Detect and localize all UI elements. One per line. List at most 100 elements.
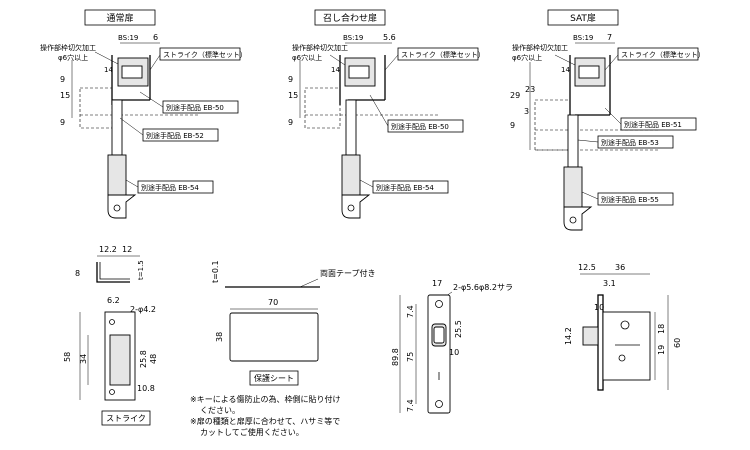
machining-note: 操作部枠切欠加工 [512,43,568,52]
side-dim-10: 10 [594,303,604,312]
dim-top: 7 [607,33,612,42]
dim-small: 14 [104,66,113,74]
protect-sheet [229,312,319,362]
dim-left-c: 9 [510,121,515,130]
strike-holes: 2-φ4.2 [130,305,156,314]
faceplate-hole-note: 2-φ5.6φ8.2サラ [453,283,513,292]
strike-dim-48: 48 [149,354,158,364]
sheet-thickness: t=0.1 [211,260,220,283]
dim-top: 6 [153,33,158,42]
handle-hole-icon [113,204,121,212]
rod [111,99,123,156]
strike-dim-25-8: 25.8 [139,350,148,368]
view-meeting-door: 召し合わせ扉 BS:19 5.6 操作部枠切欠加工 φ6穴以上 ストライク（標準… [288,9,485,219]
part-callout-2: 別途手配品 EB-54 [376,183,434,192]
faceplate-dim-7-4-top: 7.4 [406,305,415,318]
dim-left-b: 15 [288,91,298,100]
screw-hole-icon [435,300,443,308]
part-callout-3: 別途手配品 EB-55 [601,195,659,204]
strike-dim-8: 8 [75,269,80,278]
frame-outline [79,87,113,129]
screw-hole-icon [109,389,115,395]
lock-side-view: 12.5 36 3.1 14.2 10 18 19 60 [564,263,682,391]
view-title: 召し合わせ扉 [323,12,377,24]
machining-note: 操作部枠切欠加工 [292,43,348,52]
dim-left-a: 9 [288,75,293,84]
protect-sheet-detail: t=0.1 両面テープ付き 70 38 保護シート ※キーによる傷防止の為、枠側… [190,260,376,437]
part-callout-2: 別途手配品 EB-53 [601,138,659,147]
strike-dim-6-2: 6.2 [107,296,120,305]
side-dim-18: 18 [657,324,666,334]
view-title: 通常扉 [106,12,133,24]
lock-case [602,311,651,381]
faceplate-dim-75: 75 [406,352,415,362]
strike-dim-12: 12 [122,245,132,254]
view-title: SAT扉 [570,12,596,24]
sheet-label: 保護シート [254,373,294,383]
screw-hole-icon [435,400,443,408]
note-line-4: カットしてご使用ください。 [200,427,304,437]
part-callout-1: 別途手配品 EB-51 [624,120,682,129]
machining-hole: φ6穴以上 [292,53,322,62]
screw-hole-icon [109,319,115,325]
side-dim-19: 19 [657,345,666,355]
tape-note: 両面テープ付き [320,268,376,278]
strike-label: ストライク [106,414,146,423]
dim-top: 5.6 [383,33,396,42]
dim-left-a: 9 [60,75,65,84]
strike-dim-t: t=1.5 [137,260,145,280]
bs-label: BS:19 [343,34,363,42]
dim-left-c: 9 [288,118,293,127]
latch-bolt [582,326,599,346]
handle-hole-icon [569,216,577,224]
strike-label: ストライク（標準セット） [163,50,247,59]
dim-small: 14 [331,66,340,74]
dim-left-b: 23 [525,85,535,94]
faceplate-dim-7-4-bottom: 7.4 [406,399,415,412]
latch [121,65,143,79]
view-sat-door: SAT扉 BS:19 7 操作部枠切欠加工 φ6穴以上 ストライク（標準セット）… [510,9,705,231]
sheet-width: 70 [268,298,278,307]
machining-note: 操作部枠切欠加工 [40,43,96,52]
strike-pocket [109,334,131,386]
note-line-3: ※扉の種類と扉厚に合わせて、ハサミ等で [190,416,340,426]
machining-hole: φ6穴以上 [58,53,88,62]
strike-profile [96,262,130,283]
part-callout-2: 別途手配品 EB-52 [146,131,204,140]
strike-label: ストライク（標準セット） [401,50,485,59]
view-title-box [84,9,156,26]
dim-left-b: 15 [60,91,70,100]
note-line-2: ください。 [200,406,240,415]
faceplate-dim-89-8: 89.8 [391,348,400,366]
bs-label: BS:19 [118,34,138,42]
part-callout-1: 別途手配品 EB-50 [166,103,224,112]
dim-left-c: 9 [60,118,65,127]
side-dim-3-1: 3.1 [603,279,616,288]
faceplate [427,294,451,414]
note-line-1: ※キーによる傷防止の為、枠側に貼り付け [190,394,340,404]
view-standard-door: 通常扉 BS:19 6 操作部枠切欠加工 φ6穴以上 ストライク（標準セット） … [40,9,247,219]
strike-dim-34: 34 [79,354,88,364]
side-dim-14-2: 14.2 [564,327,573,345]
cylinder-icon [618,354,626,362]
strike-label: ストライク（標準セット） [621,50,705,59]
bs-label: BS:19 [573,34,593,42]
handle-hole-icon [347,204,355,212]
dim-small: 14 [561,66,570,74]
strike-dim-58: 58 [63,352,72,362]
faceplate-dim-25-5: 25.5 [454,320,463,338]
side-dim-60: 60 [673,338,682,348]
sheet-height: 38 [215,332,224,342]
handle-body [107,154,127,196]
strike-label-box [159,47,241,61]
dim-left-a: 29 [510,91,520,100]
dim-left-d: 3 [524,107,529,116]
side-dim-36: 36 [615,263,625,272]
part-callout-3: 別途手配品 EB-54 [141,183,199,192]
handle-tip [107,194,137,219]
part-callout-1: 別途手配品 EB-50 [391,122,449,131]
strike-detail: 12.2 12 8 t=1.5 6.2 2-φ4.2 58 34 25.8 48… [63,245,158,426]
faceplate-dim-10: 10 [449,348,459,357]
faceplate-detail: 17 17 2-φ5.6φ8.2サラ 7.4 25.5 89.8 75 10 7… [391,279,513,414]
